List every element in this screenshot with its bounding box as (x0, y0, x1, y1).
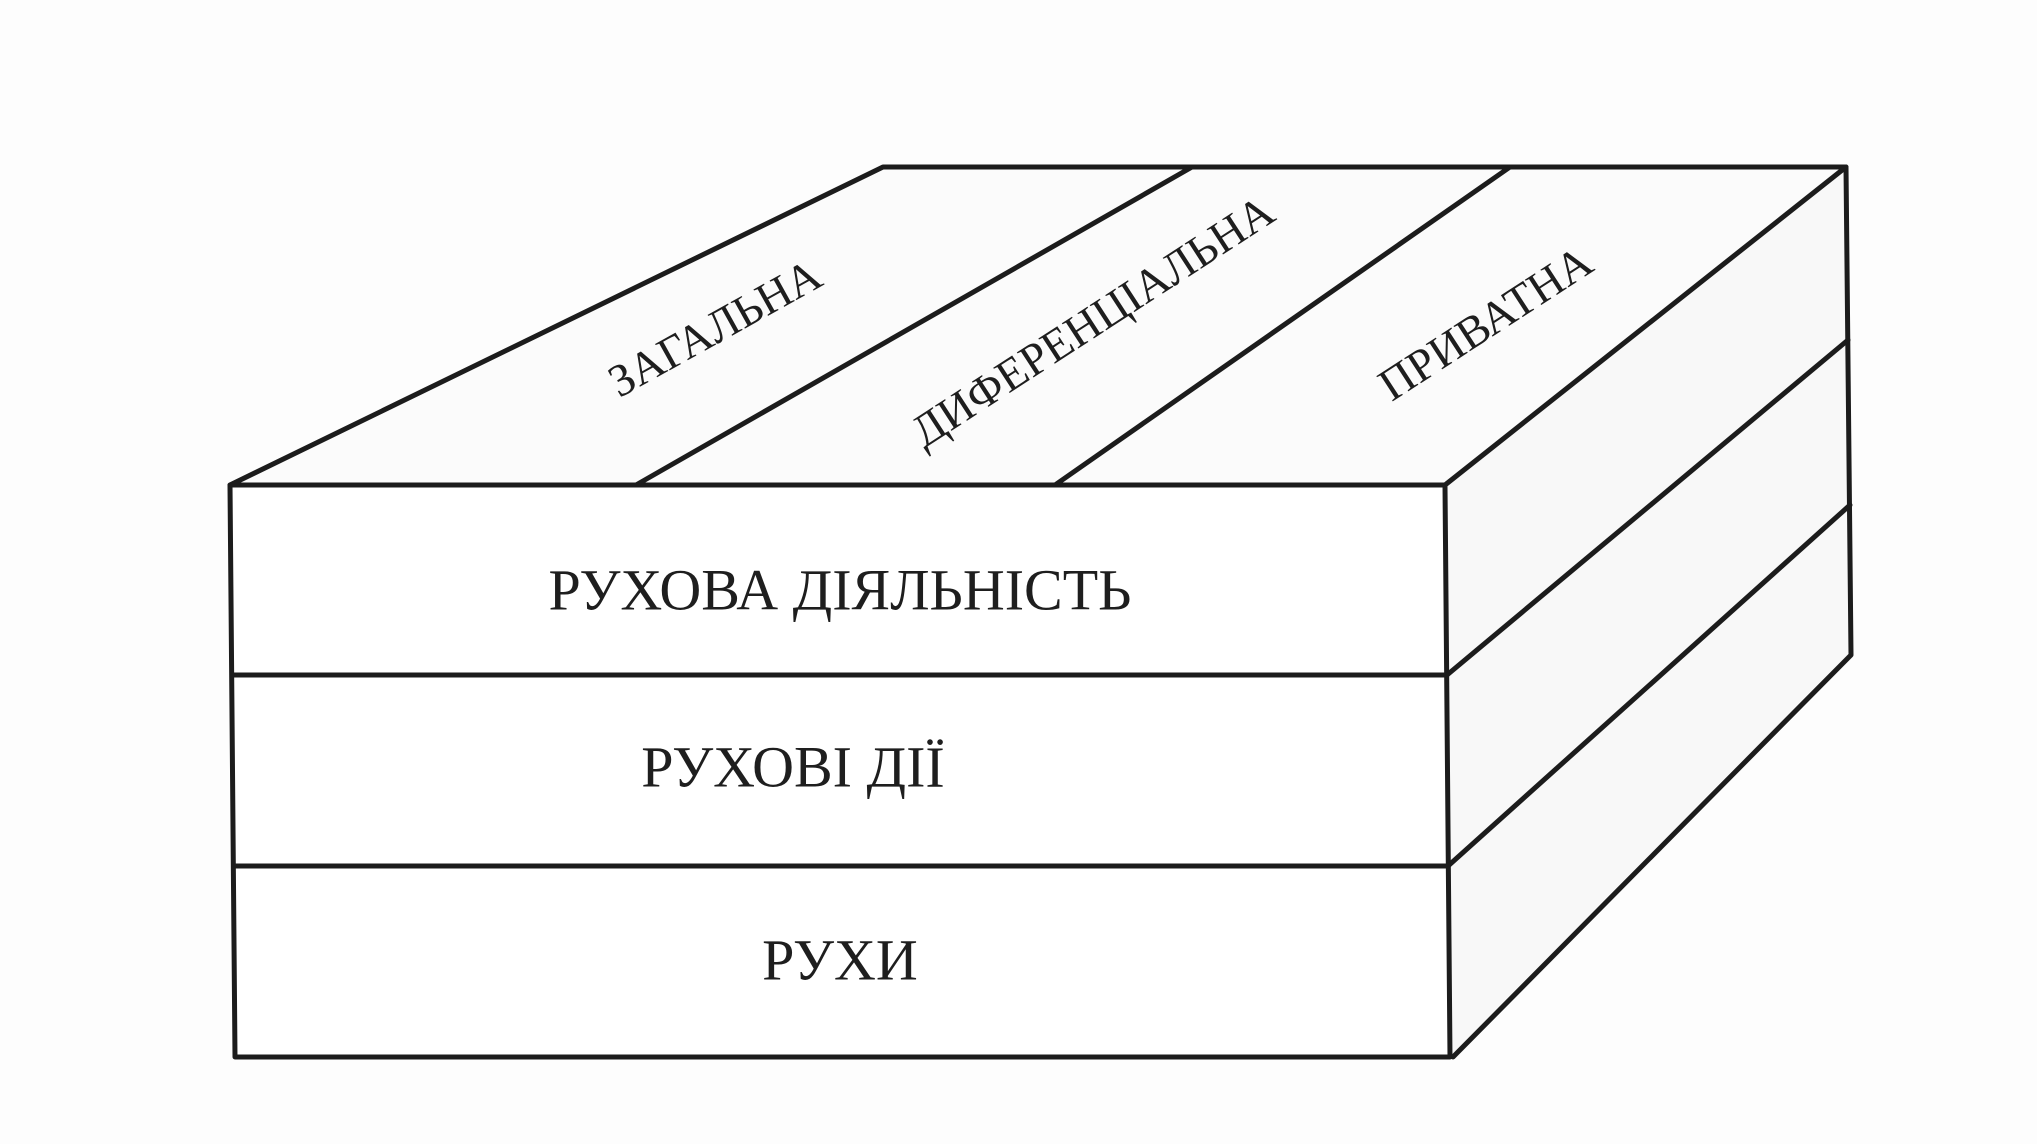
top-face (230, 167, 1846, 485)
front-face (233, 485, 1448, 1057)
side-face (1445, 167, 1851, 1057)
side-face-outline (1450, 164, 1854, 1060)
top-face-outline (227, 164, 1849, 488)
top-divider-1 (633, 164, 1195, 488)
top-divider-2 (1052, 164, 1513, 488)
layer-label-motor-actions: РУХОВІ ДІЇ (641, 734, 944, 799)
side-divider-2 (1445, 502, 1853, 869)
layer-label-motor-activity: РУХОВА ДІЯЛЬНІСТЬ (549, 557, 1132, 622)
layer-label-movements: РУХИ (762, 927, 918, 992)
side-divider-1 (1444, 337, 1851, 678)
